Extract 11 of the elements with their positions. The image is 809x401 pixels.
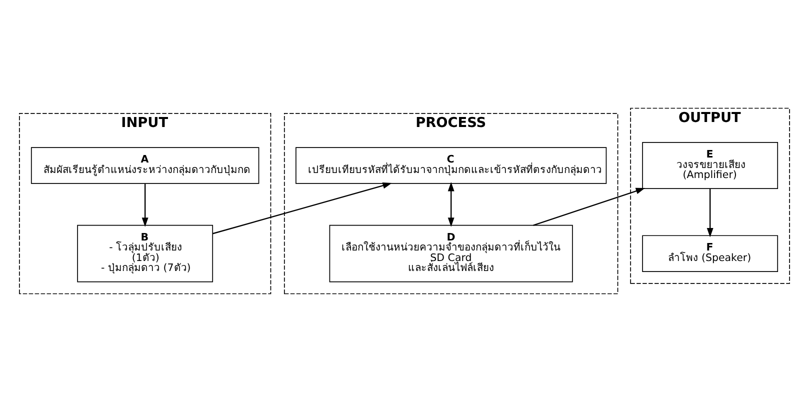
node-box: F ลำโพง (Speaker) xyxy=(642,234,778,272)
arrow xyxy=(706,188,714,237)
node-box: A สัมผัสเรียนรู้ตำแหน่งระหว่างกลุ่มดาวกับปุ่มกด xyxy=(30,146,260,184)
arrow xyxy=(142,183,148,226)
arrow xyxy=(448,182,454,226)
node-box: E วงจรขยายเสียง (Amplifier) xyxy=(642,142,778,189)
node-box: B - โวลุ่มปรับเสียง (1ตัว) - ปุ่มกลุ่มดาว (7ตัว) xyxy=(77,224,214,282)
arrow xyxy=(212,182,392,234)
node-box: D เลือกใช้งานหน่วยความจำของกลุ่มดาวที่เก็บไว้ใน SD Card และสั่งเล่นไฟล์เสียง xyxy=(329,224,573,282)
arrow xyxy=(533,187,646,226)
node-box: C เปรียบเทียบรหัสที่ได้รับมาจากปุ่มกดและเข้ารหัสที่ตรงกับกลุ่มดาว xyxy=(296,146,607,184)
